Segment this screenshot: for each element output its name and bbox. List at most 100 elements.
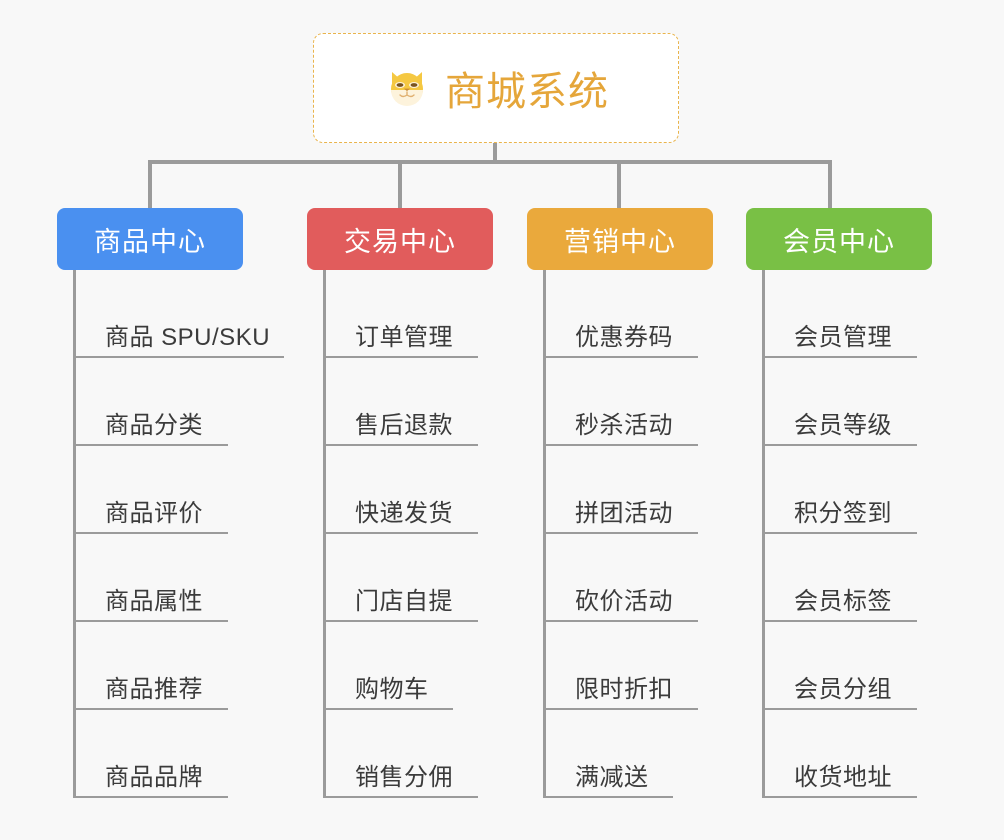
leaf-label: 商品品牌 xyxy=(105,764,203,791)
leaf-item[interactable]: 订单管理 xyxy=(307,270,493,358)
leaf-label: 商品属性 xyxy=(105,588,203,615)
leaf-item[interactable]: 优惠券码 xyxy=(527,270,713,358)
leaf-label: 商品 SPU/SKU xyxy=(105,324,271,351)
leaf-label: 优惠券码 xyxy=(575,324,673,351)
leaf-item[interactable]: 砍价活动 xyxy=(527,534,713,622)
leaf-item[interactable]: 商品 SPU/SKU xyxy=(57,270,284,358)
leaf-underline xyxy=(543,532,698,534)
leaf-list-trade-center: 订单管理 售后退款 快递发货 门店自提 购物车 销售分佣 xyxy=(307,270,493,798)
leaf-label: 购物车 xyxy=(355,676,429,703)
leaf-underline xyxy=(762,356,917,358)
column-product-center: 商品中心 商品 SPU/SKU 商品分类 商品评价 商品属性 商品推荐 xyxy=(57,208,284,798)
connector-horizontal-bus xyxy=(148,160,832,164)
connector-root-stem xyxy=(493,143,497,163)
leaf-underline xyxy=(543,620,698,622)
leaf-item[interactable]: 商品分类 xyxy=(57,358,243,446)
leaf-label: 会员分组 xyxy=(794,676,892,703)
leaf-item[interactable]: 限时折扣 xyxy=(527,622,713,710)
trunk-line xyxy=(543,270,546,798)
category-header-product-center[interactable]: 商品中心 xyxy=(57,208,243,270)
leaf-label: 收货地址 xyxy=(794,764,892,791)
leaf-label: 会员标签 xyxy=(794,588,892,615)
leaf-item[interactable]: 快递发货 xyxy=(307,446,493,534)
category-header-marketing-center[interactable]: 营销中心 xyxy=(527,208,713,270)
leaf-list-member-center: 会员管理 会员等级 积分签到 会员标签 会员分组 收货地址 xyxy=(746,270,932,798)
column-marketing-center: 营销中心 优惠券码 秒杀活动 拼团活动 砍价活动 限时折扣 xyxy=(527,208,713,798)
leaf-label: 会员等级 xyxy=(794,412,892,439)
trunk-line xyxy=(73,270,76,798)
root-node[interactable]: 商城系统 xyxy=(313,33,679,143)
category-label: 营销中心 xyxy=(564,226,676,257)
leaf-item[interactable]: 拼团活动 xyxy=(527,446,713,534)
leaf-label: 商品推荐 xyxy=(105,676,203,703)
leaf-underline xyxy=(73,708,228,710)
leaf-label: 门店自提 xyxy=(355,588,453,615)
column-member-center: 会员中心 会员管理 会员等级 积分签到 会员标签 会员分组 xyxy=(746,208,932,798)
leaf-underline xyxy=(323,708,453,710)
root-title: 商城系统 xyxy=(445,70,609,114)
leaf-label: 会员管理 xyxy=(794,324,892,351)
leaf-item[interactable]: 销售分佣 xyxy=(307,710,493,798)
category-header-trade-center[interactable]: 交易中心 xyxy=(307,208,493,270)
leaf-label: 积分签到 xyxy=(794,500,892,527)
leaf-item[interactable]: 满减送 xyxy=(527,710,713,798)
leaf-label: 砍价活动 xyxy=(575,588,673,615)
leaf-label: 满减送 xyxy=(575,764,649,791)
connector-drop-member xyxy=(828,160,832,210)
leaf-underline xyxy=(762,796,917,798)
leaf-item[interactable]: 购物车 xyxy=(307,622,493,710)
leaf-item[interactable]: 积分签到 xyxy=(746,446,932,534)
leaf-underline xyxy=(762,620,917,622)
leaf-underline xyxy=(762,532,917,534)
leaf-item[interactable]: 售后退款 xyxy=(307,358,493,446)
category-label: 商品中心 xyxy=(94,226,206,257)
leaf-underline xyxy=(323,532,478,534)
leaf-item[interactable]: 会员标签 xyxy=(746,534,932,622)
trunk-line xyxy=(762,270,765,798)
column-trade-center: 交易中心 订单管理 售后退款 快递发货 门店自提 购物车 xyxy=(307,208,493,798)
leaf-label: 销售分佣 xyxy=(355,764,453,791)
category-label: 会员中心 xyxy=(783,226,895,257)
leaf-underline xyxy=(323,796,478,798)
leaf-underline xyxy=(762,708,917,710)
leaf-underline xyxy=(73,444,228,446)
dog-face-icon xyxy=(383,64,431,112)
leaf-underline xyxy=(323,356,478,358)
leaf-item[interactable]: 会员等级 xyxy=(746,358,932,446)
leaf-underline xyxy=(73,532,228,534)
leaf-item[interactable]: 秒杀活动 xyxy=(527,358,713,446)
leaf-item[interactable]: 门店自提 xyxy=(307,534,493,622)
leaf-underline xyxy=(323,444,478,446)
leaf-item[interactable]: 会员分组 xyxy=(746,622,932,710)
leaf-label: 拼团活动 xyxy=(575,500,673,527)
leaf-label: 商品评价 xyxy=(105,500,203,527)
leaf-item[interactable]: 商品推荐 xyxy=(57,622,243,710)
leaf-underline xyxy=(73,796,228,798)
leaf-list-marketing-center: 优惠券码 秒杀活动 拼团活动 砍价活动 限时折扣 满减送 xyxy=(527,270,713,798)
connector-drop-product xyxy=(148,160,152,210)
leaf-underline xyxy=(73,356,284,358)
leaf-item[interactable]: 会员管理 xyxy=(746,270,932,358)
leaf-underline xyxy=(543,708,698,710)
leaf-underline xyxy=(73,620,228,622)
leaf-underline xyxy=(543,796,673,798)
leaf-item[interactable]: 商品评价 xyxy=(57,446,243,534)
leaf-label: 商品分类 xyxy=(105,412,203,439)
leaf-label: 售后退款 xyxy=(355,412,453,439)
leaf-label: 限时折扣 xyxy=(575,676,673,703)
category-label: 交易中心 xyxy=(344,226,456,257)
leaf-label: 订单管理 xyxy=(355,324,453,351)
leaf-list-product-center: 商品 SPU/SKU 商品分类 商品评价 商品属性 商品推荐 商品品牌 xyxy=(57,270,284,798)
connector-drop-marketing xyxy=(617,160,621,210)
trunk-line xyxy=(323,270,326,798)
category-header-member-center[interactable]: 会员中心 xyxy=(746,208,932,270)
leaf-item[interactable]: 商品属性 xyxy=(57,534,243,622)
connector-drop-trade xyxy=(398,160,402,210)
leaf-underline xyxy=(323,620,478,622)
leaf-label: 秒杀活动 xyxy=(575,412,673,439)
leaf-underline xyxy=(543,356,698,358)
leaf-item[interactable]: 收货地址 xyxy=(746,710,932,798)
leaf-underline xyxy=(543,444,698,446)
leaf-item[interactable]: 商品品牌 xyxy=(57,710,243,798)
